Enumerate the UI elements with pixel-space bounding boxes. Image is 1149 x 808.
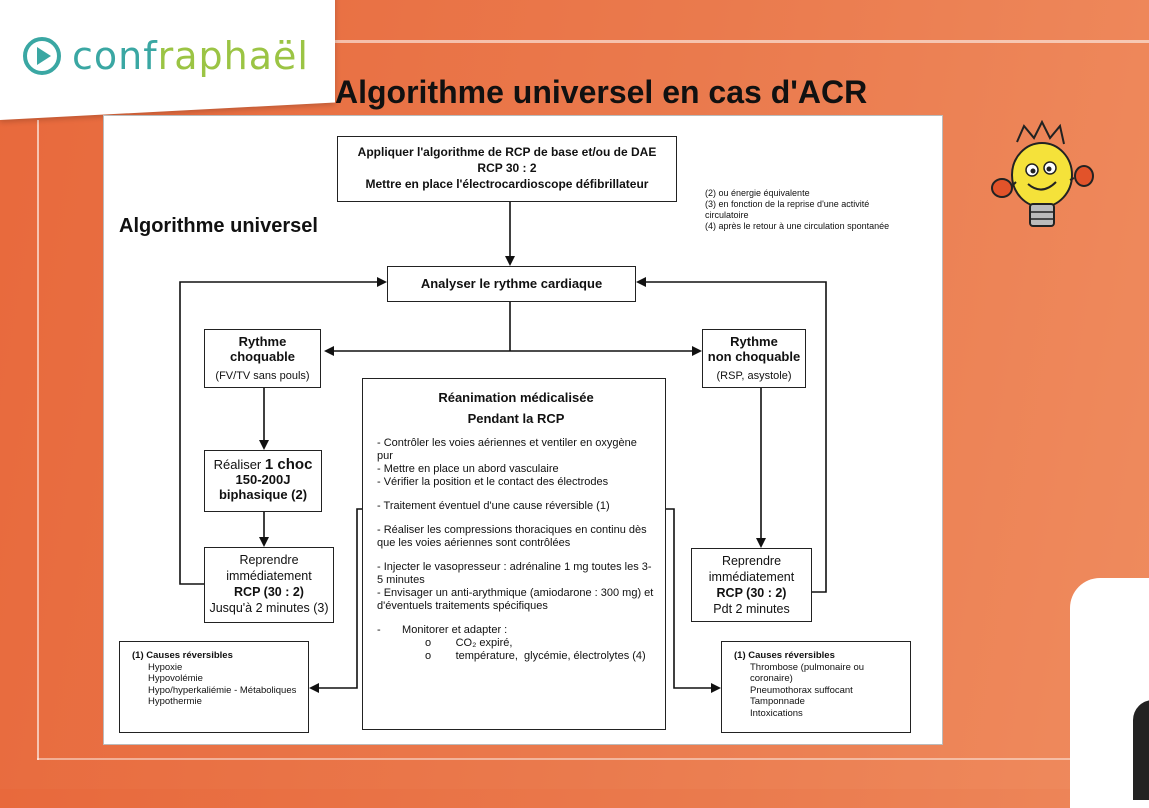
box-reprendre-left: Reprendre immédiatement RCP (30 : 2) Jus… (204, 547, 334, 623)
loop-left (179, 277, 387, 585)
box-causes-left: (1) Causes réversibles Hypoxie Hypovolém… (119, 641, 309, 733)
reanimation-title: Réanimation médicalisée (438, 390, 594, 405)
play-icon (23, 37, 61, 75)
logo-text: confraphaël (72, 34, 309, 78)
lightbulb-mascot-icon (991, 120, 1094, 227)
footnotes: (2) ou énergie équivalente (3) en foncti… (705, 188, 890, 231)
logo: confraphaël (22, 34, 309, 78)
box-causes-right: (1) Causes réversibles Thrombose (pulmon… (721, 641, 911, 733)
flow-arrows (179, 202, 827, 693)
box-rythme-non-choquable: Rythme non choquable (RSP, asystole) (702, 329, 806, 388)
reanimation-item: - Monitorer et adapter : (377, 624, 508, 636)
reanimation-item: - Mettre en place un abord vasculaire (377, 463, 559, 475)
background-stripe (0, 40, 1149, 43)
box-reprendre-right: Reprendre immédiatement RCP (30 : 2) Pdt… (691, 548, 812, 622)
box-rythme-choquable: Rythme choquable (FV/TV sans pouls) (204, 329, 321, 388)
box-initial: Appliquer l'algorithme de RCP de base et… (337, 136, 677, 202)
loop-right (636, 277, 827, 593)
reanimation-item: - Injecter le vasopresseur : adrénaline … (377, 561, 652, 586)
reanimation-subtitle: Pendant la RCP (467, 411, 565, 426)
frame-line (37, 758, 1087, 760)
reanimation-item: - Contrôler les voies aériennes et venti… (377, 437, 637, 462)
frame-line (37, 120, 39, 760)
box-analyse: Analyser le rythme cardiaque (387, 266, 636, 302)
algorithm-label: Algorithme universel (119, 215, 318, 237)
box-choc: Réaliser 1 choc 150-200J biphasique (2) (204, 450, 322, 512)
reanimation-subitem: o température, glycémie, électrolytes (4… (425, 650, 646, 662)
slide-title: Algorithme universel en cas d'ACR (335, 74, 868, 110)
reanimation-subitem: o CO₂ expiré, (425, 637, 513, 649)
reanimation-item: - Réaliser les compressions thoraciques … (377, 524, 647, 549)
reanimation-item: - Traitement éventuel d'une cause révers… (377, 500, 610, 512)
reanimation-item: - Envisager un anti-arythmique (amiodaro… (377, 587, 654, 612)
presenter-silhouette (1133, 700, 1149, 800)
reanimation-item: - Vérifier la position et le contact des… (377, 476, 609, 488)
diagram-sheet: Appliquer l'algorithme de RCP de base et… (103, 115, 943, 745)
box-reanimation: Réanimation médicalisée Pendant la RCP -… (362, 378, 666, 730)
